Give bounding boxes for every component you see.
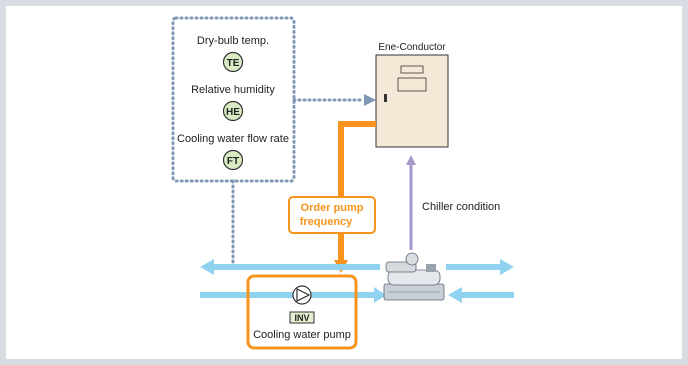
sensor-label-relative-humidity: Relative humidity [191, 84, 275, 96]
svg-text:TE: TE [227, 58, 240, 69]
ft-sensor-badge: FT [222, 149, 244, 171]
he-sensor-badge: HE [222, 100, 244, 122]
chiller-unit [383, 252, 445, 301]
pump-icon [292, 285, 312, 305]
chiller-condition-label: Chiller condition [422, 201, 500, 213]
sensor-label-flow-rate: Cooling water flow rate [177, 133, 289, 145]
order-callout-line1: Order pump [301, 202, 364, 214]
svg-text:INV: INV [294, 313, 309, 323]
order-callout-line2: frequency [300, 216, 353, 228]
lower-water-pipe [200, 287, 514, 303]
svg-text:HE: HE [226, 107, 240, 118]
sensor-to-controller-arrowhead [364, 94, 376, 106]
ene-conductor-cabinet [375, 54, 449, 148]
upper-water-pipe [200, 259, 514, 275]
sensor-label-dry-bulb: Dry-bulb temp. [197, 35, 269, 47]
pump-box [246, 274, 358, 350]
te-sensor-badge: TE [222, 51, 244, 73]
svg-text:FT: FT [227, 156, 239, 167]
order-callout-box [288, 196, 376, 234]
controller-title: Ene-Conductor [378, 42, 446, 53]
pump-label: Cooling water pump [253, 329, 351, 341]
order-signal-line [338, 121, 376, 262]
inv-badge: INV [289, 311, 315, 324]
